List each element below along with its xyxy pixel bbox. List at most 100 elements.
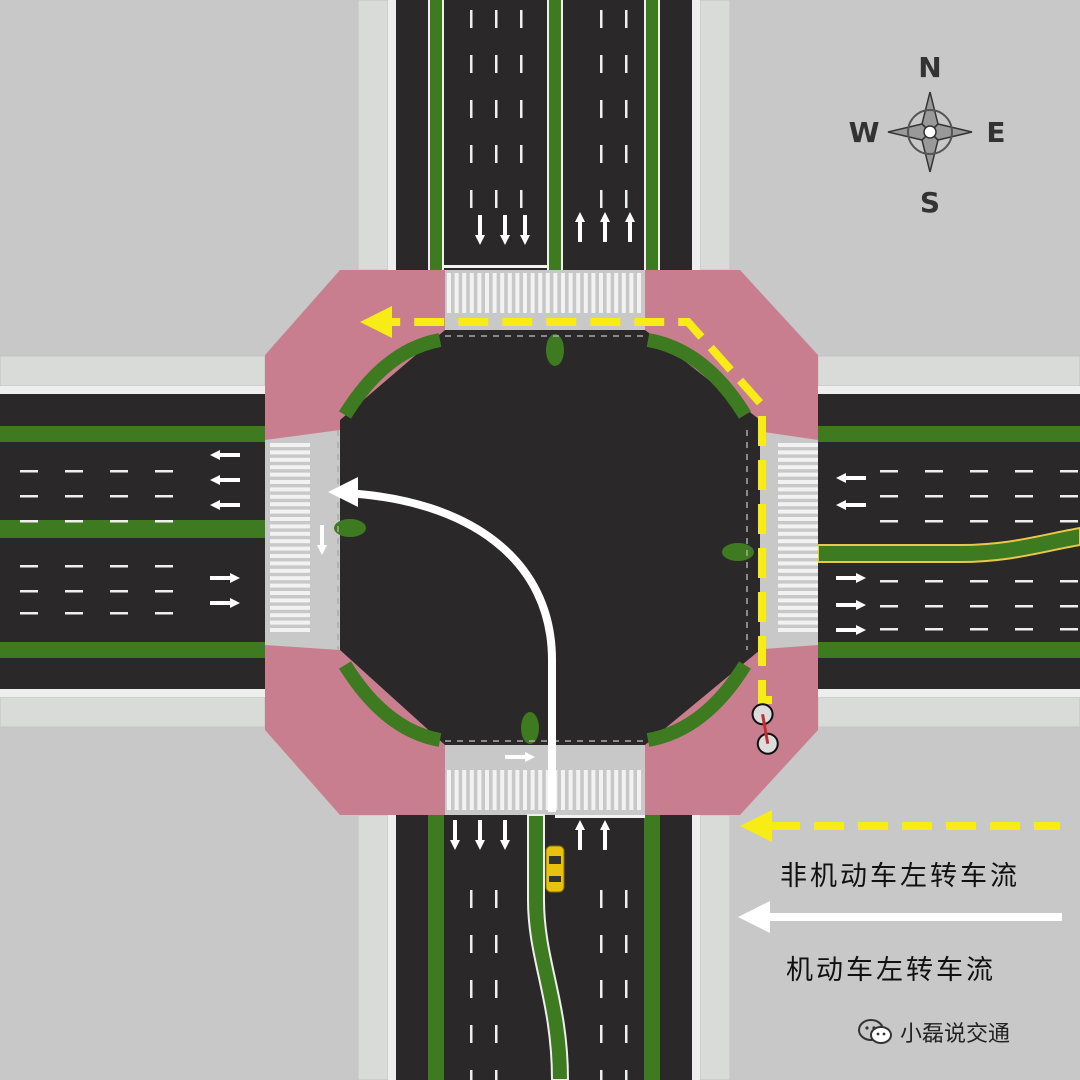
crosswalk-stripe-west [270, 613, 310, 618]
lane-dash-north [625, 100, 628, 118]
crosswalk-stripe-south [492, 770, 497, 810]
crosswalk-stripe-south [561, 770, 565, 810]
lane-dash-north [600, 100, 603, 118]
crosswalk-stripe-east [778, 457, 818, 462]
lane-dash-north [470, 100, 473, 118]
lane-dash-south [625, 890, 628, 908]
lane-arrow-intersection [505, 752, 535, 762]
crosswalk-stripe-west [270, 554, 310, 558]
lane-arrow-west [210, 573, 240, 583]
crosswalk-stripe-west [270, 472, 310, 477]
lane-arrow-west [210, 598, 240, 608]
watermark: 小磊说交通 [858, 1016, 1010, 1048]
crosswalk-stripe-east [778, 517, 818, 521]
lane-dash-west [20, 612, 38, 615]
crosswalk-stripe-south [599, 770, 603, 810]
lane-dash-east [925, 605, 943, 608]
lane-dash-north [625, 55, 628, 73]
crosswalk-stripe-west [270, 524, 310, 529]
lane-dash-west [20, 495, 38, 498]
crosswalk-stripe-east [778, 583, 818, 588]
lane-dash-east [880, 580, 898, 583]
lane-dash-west [155, 470, 173, 473]
lane-dash-north [470, 190, 473, 208]
crosswalk-stripe-north [538, 273, 543, 313]
lane-dash-west [65, 565, 83, 568]
lane-dash-north [600, 145, 603, 163]
crosswalk-stripe-west [270, 546, 310, 551]
lane-dash-east [1015, 520, 1033, 523]
crosswalk-stripe-west [270, 591, 310, 595]
intersection-edges [337, 335, 748, 742]
crosswalk-stripe-south [462, 770, 467, 810]
lane-dash-north [520, 190, 523, 208]
crosswalk-stripe-north [515, 273, 520, 313]
lane-dash-north [470, 55, 473, 73]
lane-arrow-north [520, 215, 530, 245]
lane-dash-east [1015, 495, 1033, 498]
crosswalk-stripe-east [778, 480, 818, 484]
crosswalk-stripe-east [778, 628, 818, 632]
lane-dash-east [925, 580, 943, 583]
crosswalk-stripe-north [637, 273, 641, 313]
lane-dash-north [625, 190, 628, 208]
crosswalk-stripe-east [778, 591, 818, 595]
lane-dash-east [1015, 580, 1033, 583]
lane-dash-south [495, 980, 498, 998]
crosswalk-stripe-north [545, 273, 550, 313]
compass-rose: N S E W [849, 51, 1006, 219]
crosswalk-stripe-south [538, 770, 543, 810]
lane-arrow-west [210, 450, 240, 460]
crosswalk-stripe-north [454, 273, 459, 313]
lane-dash-west [65, 520, 83, 523]
lane-arrow-east [836, 625, 866, 635]
lane-dash-north [495, 100, 498, 118]
crosswalk-stripe-west [270, 487, 310, 492]
crosswalk-stripe-south [629, 770, 634, 810]
crosswalk-stripe-west [270, 502, 310, 507]
lane-dash-north [600, 55, 603, 73]
crosswalk-stripe-west [270, 576, 310, 581]
lane-dash-east [880, 470, 898, 473]
lane-dash-east [1060, 605, 1078, 608]
crosswalk-stripe-east [778, 531, 818, 536]
crosswalk-stripe-south [583, 770, 588, 810]
crosswalk-stripe-south [568, 770, 573, 810]
stop-line-north [443, 265, 547, 268]
lane-dash-south [625, 1025, 628, 1043]
lane-dash-west [65, 495, 83, 498]
crosswalk-stripe-west [270, 598, 310, 603]
lane-dash-south [470, 935, 473, 953]
crosswalk-stripe-north [492, 273, 497, 313]
lane-arrow-north [500, 215, 510, 245]
crosswalk-stripe-east [778, 561, 818, 566]
crosswalk-stripe-south [606, 770, 611, 810]
nonmotor-left-turn-path [360, 306, 772, 704]
car-icon [545, 845, 565, 893]
lane-dash-west [20, 590, 38, 593]
lane-dash-east [880, 605, 898, 608]
compass-south: S [920, 186, 940, 219]
east-arm [817, 386, 1080, 697]
compass-west: W [849, 116, 880, 149]
lane-dash-east [970, 605, 988, 608]
crosswalk-stripe-east [778, 568, 818, 573]
lane-dash-east [970, 470, 988, 473]
crosswalk-stripe-west [270, 465, 310, 470]
lane-dash-east [925, 495, 943, 498]
crosswalk-stripe-west [270, 509, 310, 514]
crosswalk-stripe-west [270, 561, 310, 566]
lane-dash-east [1060, 628, 1078, 631]
crosswalk-stripe-north [576, 273, 581, 313]
crosswalk-stripe-north [500, 273, 505, 313]
lane-dash-north [520, 145, 523, 163]
crosswalk-stripe-north [462, 273, 467, 313]
lane-dash-north [520, 55, 523, 73]
lane-dash-south [495, 1025, 498, 1043]
watermark-text: 小磊说交通 [900, 1022, 1011, 1047]
lane-arrow-north [475, 215, 485, 245]
crosswalk-stripe-north [469, 273, 474, 313]
lane-dash-south [600, 980, 603, 998]
crosswalk-stripe-east [778, 620, 818, 625]
